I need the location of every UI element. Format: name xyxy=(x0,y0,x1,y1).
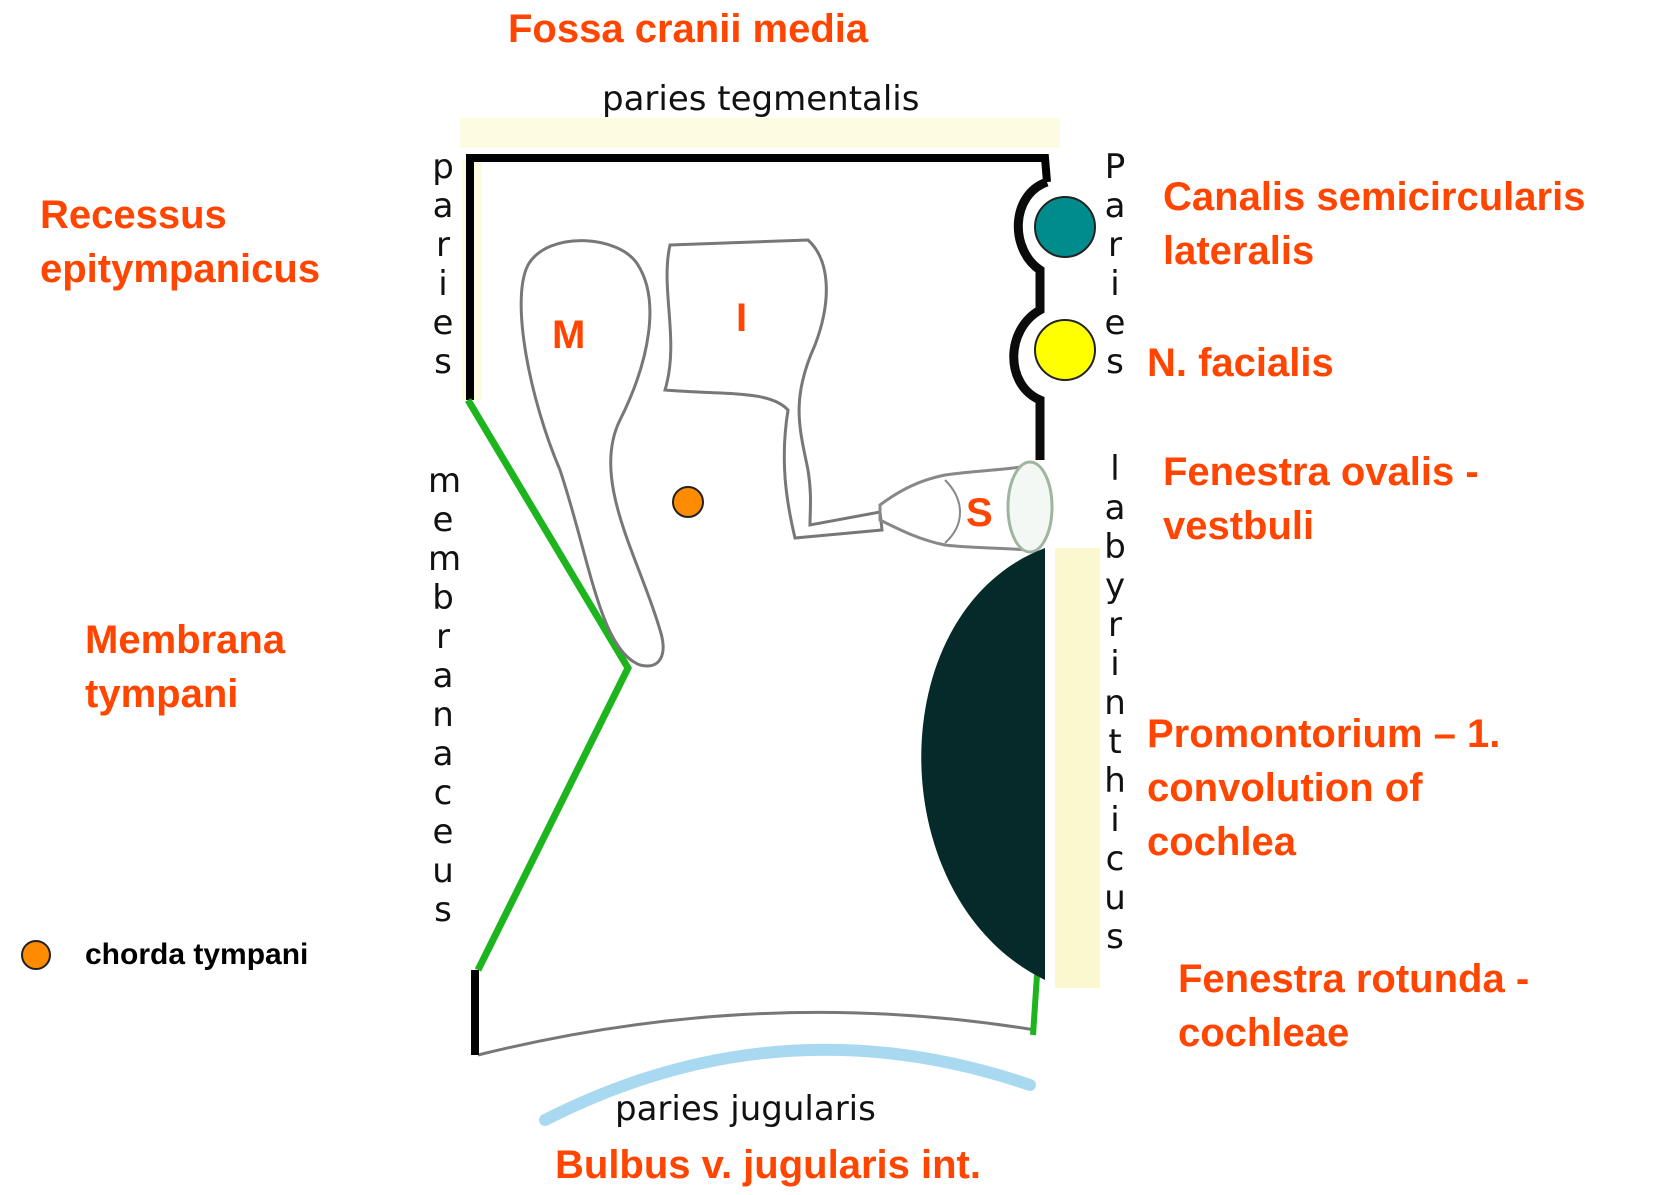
vertical-letter: r xyxy=(428,618,458,657)
vertical-letter: i xyxy=(1100,265,1130,304)
vertical-letter: b xyxy=(1100,528,1130,567)
vertical-letter: i xyxy=(1100,801,1130,840)
legend-chorda-tympani: chorda tympani xyxy=(85,938,308,972)
vertical-letter: r xyxy=(1100,606,1130,645)
vertical-letter: a xyxy=(1100,489,1130,528)
vertical-letter: e xyxy=(428,813,458,852)
label-recessus-epitympanicus: Recessus epitympanicus xyxy=(40,188,320,296)
stapes-crus xyxy=(945,480,960,543)
vertical-letter: c xyxy=(1100,840,1130,879)
vertical-letter: s xyxy=(428,343,458,382)
label-paries-jugularis: paries jugularis xyxy=(615,1090,876,1128)
vertical-letter: m xyxy=(428,540,458,579)
membrane-line-lower xyxy=(1033,975,1037,1035)
vertical-letter: i xyxy=(1100,645,1130,684)
vertical-letter: r xyxy=(428,226,458,265)
vertical-letter: n xyxy=(1100,684,1130,723)
label-membrana-tympani: Membrana tympani xyxy=(85,613,285,721)
vertical-letter: t xyxy=(1100,723,1130,762)
label-canalis-semicircularis: Canalis semicircularis lateralis xyxy=(1163,170,1585,278)
vertical-letter: e xyxy=(428,501,458,540)
vertical-letter: s xyxy=(1100,918,1130,957)
stapes-footplate xyxy=(1008,462,1052,552)
label-fenestra-rotunda: Fenestra rotunda - cochleae xyxy=(1178,952,1529,1060)
vertical-letter: m xyxy=(428,462,458,501)
n-facialis-dot xyxy=(1035,320,1095,380)
vertical-letter: n xyxy=(428,696,458,735)
promontorium-shape xyxy=(921,548,1045,980)
vertical-letter: i xyxy=(428,265,458,304)
vertical-letter: a xyxy=(428,187,458,226)
vertical-letter: p xyxy=(428,148,458,187)
label-fossa-cranii-media: Fossa cranii media xyxy=(508,6,868,52)
vertical-letter: s xyxy=(428,891,458,930)
vertical-letter: a xyxy=(428,735,458,774)
vertical-letter: a xyxy=(1100,187,1130,226)
vertical-letter: u xyxy=(428,852,458,891)
tegmen-tint xyxy=(460,118,1060,148)
vertical-letter: b xyxy=(428,579,458,618)
tegmen-wall xyxy=(470,158,1047,400)
vertical-letter: s xyxy=(1100,343,1130,382)
label-promontorium: Promontorium – 1. convolution of cochlea xyxy=(1147,707,1500,869)
membrane-line xyxy=(468,400,628,970)
label-n-facialis: N. facialis xyxy=(1147,340,1334,386)
vertical-letter: h xyxy=(1100,762,1130,801)
canalis-semicircularis-dot xyxy=(1035,197,1095,257)
label-incus: I xyxy=(736,295,747,341)
vertical-letter: y xyxy=(1100,567,1130,606)
vertical-letter: e xyxy=(1100,304,1130,343)
vertical-letter: e xyxy=(428,304,458,343)
vertical-letter: c xyxy=(428,774,458,813)
vertical-letter: l xyxy=(1100,450,1130,489)
labyrinth-tint xyxy=(1055,548,1100,988)
label-fenestra-ovalis: Fenestra ovalis - vestbuli xyxy=(1163,445,1479,553)
label-malleus: M xyxy=(552,312,585,358)
chorda-tympani-dot xyxy=(673,487,703,517)
vertical-letter: u xyxy=(1100,879,1130,918)
label-bulbus: Bulbus v. jugularis int. xyxy=(555,1142,981,1188)
label-stapes: S xyxy=(966,490,993,536)
vertical-letter: r xyxy=(1100,226,1130,265)
legend-chorda-dot xyxy=(22,941,50,969)
label-paries-tegmentalis: paries tegmentalis xyxy=(602,80,919,118)
vertical-letter: P xyxy=(1100,148,1130,187)
vertical-letter: a xyxy=(428,657,458,696)
